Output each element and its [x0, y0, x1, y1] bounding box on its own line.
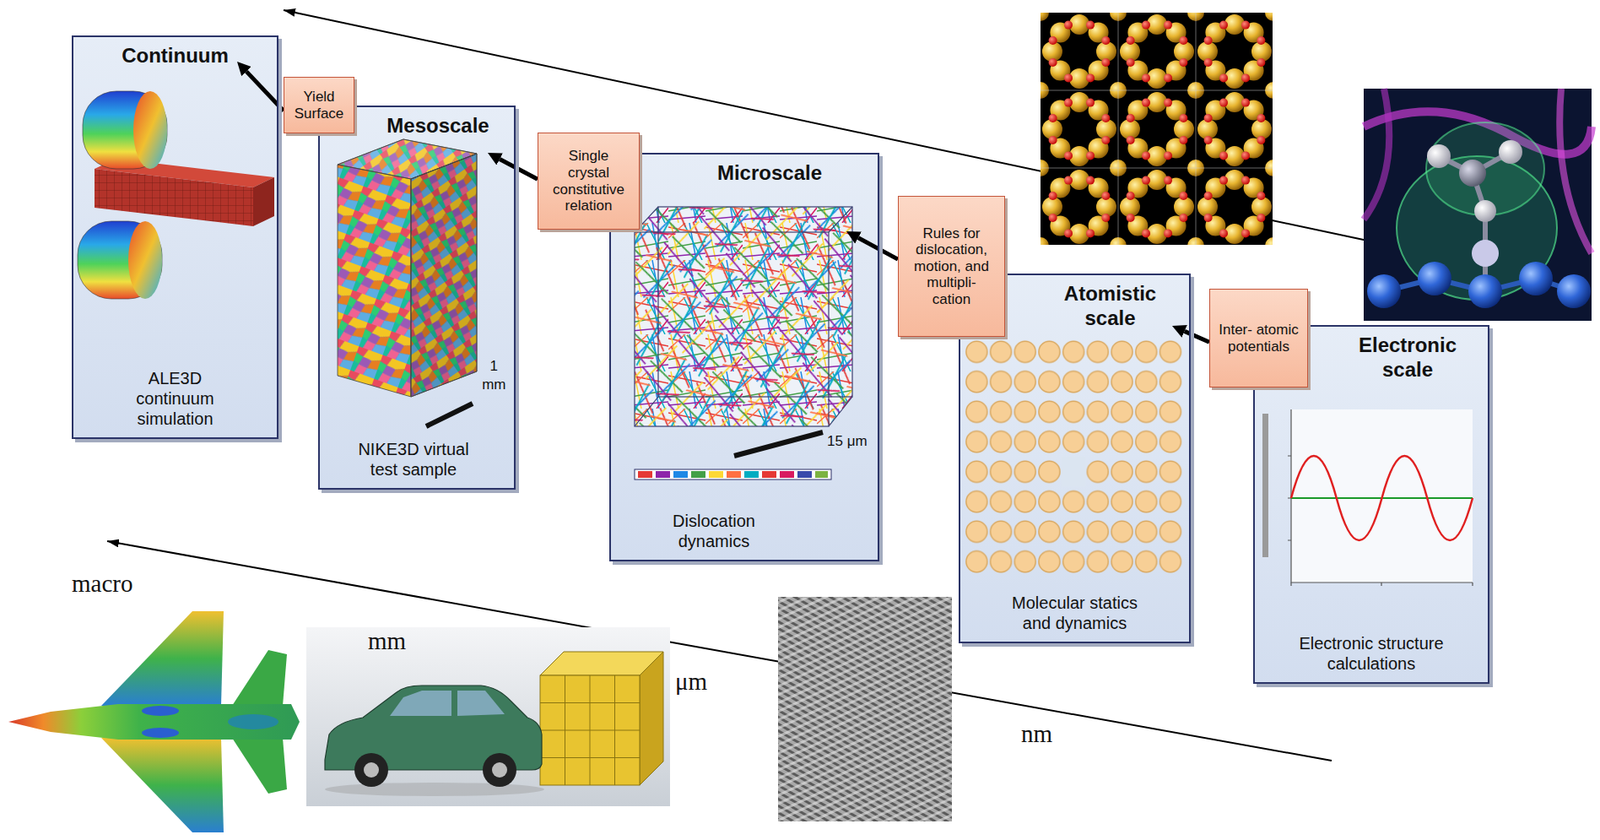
callout-text: Inter- atomic potentials — [1217, 321, 1300, 355]
panel-caption: ALE3D continuum simulation — [120, 367, 231, 429]
panel-title: Atomistic scale — [1051, 281, 1170, 331]
panel-title: Electronic scale — [1344, 333, 1471, 383]
panel-caption: Dislocation dynamics — [659, 510, 769, 552]
scale-panel: ContinuumALE3D continuum simulation — [71, 35, 279, 439]
scale-label: mm — [367, 627, 406, 655]
panel-title: Continuum — [103, 43, 248, 69]
callout-box: Single crystal constitutive relation — [537, 132, 640, 230]
callout-text: Single crystal constitutive relation — [545, 147, 632, 214]
callout-text: Yield Surface — [291, 88, 346, 122]
scale-trend-arrows — [107, 10, 1388, 761]
panel-fills — [71, 35, 1490, 684]
panel-caption: Molecular statics and dynamics — [1003, 592, 1147, 633]
crash-test-image — [306, 627, 671, 806]
dislocation-cube — [634, 206, 853, 480]
lattice-micrograph — [778, 596, 952, 822]
panel-title: Microscale — [706, 161, 833, 186]
scale-panel: MicroscaleDislocation dynamics — [609, 152, 880, 562]
scale-panel: MesoscaleNIKE3D virtual test sample — [318, 105, 516, 490]
atom-lattice — [964, 336, 1183, 577]
wavefunction-plot — [1262, 409, 1473, 586]
scale-label: macro — [71, 570, 133, 598]
connector-arrow — [1184, 330, 1210, 342]
rolling-simulation — [77, 91, 275, 299]
molecule-image — [1363, 88, 1592, 321]
aircraft-model — [8, 610, 300, 833]
callout-box: Inter- atomic potentials — [1209, 288, 1309, 388]
scale-label: nm — [1021, 720, 1053, 748]
panel-title: Mesoscale — [378, 113, 498, 139]
crystal-structure-image — [1040, 12, 1273, 245]
connector-arrow — [499, 158, 538, 179]
callout-text: Rules for dislocation, motion, and multi… — [906, 225, 997, 309]
callout-box: Rules for dislocation, motion, and multi… — [897, 195, 1006, 337]
panel-caption: Electronic structure calculations — [1286, 632, 1456, 674]
grain-cube — [337, 139, 477, 427]
scale-bar-label: 15 μm — [827, 432, 868, 451]
panel-caption: NIKE3D virtual test sample — [345, 438, 482, 480]
scale-bar-label: 1 mm — [481, 356, 508, 395]
callout-box: Yield Surface — [283, 76, 355, 134]
scale-label: μm — [675, 668, 708, 696]
